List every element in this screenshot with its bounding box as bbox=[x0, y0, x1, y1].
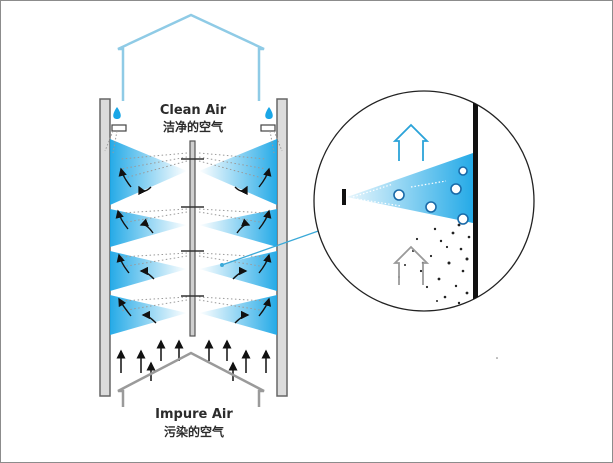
clean-air-label: Clean Air bbox=[159, 103, 227, 118]
impure-air-label: Impure Air bbox=[155, 407, 233, 422]
zoom-anchor bbox=[220, 263, 224, 267]
zoom-nozzle-icon bbox=[342, 189, 346, 205]
mist-streaks bbox=[352, 180, 447, 207]
side-spray bbox=[104, 130, 283, 154]
zoom-clean-house-icon bbox=[392, 123, 430, 161]
water-drop-icon bbox=[113, 107, 273, 119]
impure-air-label-zh: 污染的空气 bbox=[163, 425, 224, 439]
clean-air-house-icon bbox=[117, 13, 265, 101]
rising-air-arrows bbox=[116, 339, 271, 381]
top-nozzle-icon bbox=[111, 124, 276, 132]
center-pipe bbox=[189, 140, 196, 337]
zoom-impure-house-icon bbox=[392, 245, 430, 285]
clean-air-label-zh: 洁净的空气 bbox=[162, 120, 223, 134]
spray-bands-right bbox=[199, 139, 277, 335]
spray-nozzle-icon bbox=[181, 158, 204, 297]
spray-bands-left bbox=[110, 139, 187, 335]
impure-air-house-icon bbox=[117, 351, 265, 407]
water-droplet-icons bbox=[393, 166, 469, 225]
spray-mist bbox=[120, 152, 267, 312]
magnified-view bbox=[313, 90, 535, 312]
tower-wall-left bbox=[99, 98, 111, 397]
stray-dot bbox=[496, 357, 498, 359]
airflow-arrow-icon bbox=[115, 167, 272, 324]
tower-wall-right bbox=[276, 98, 288, 397]
